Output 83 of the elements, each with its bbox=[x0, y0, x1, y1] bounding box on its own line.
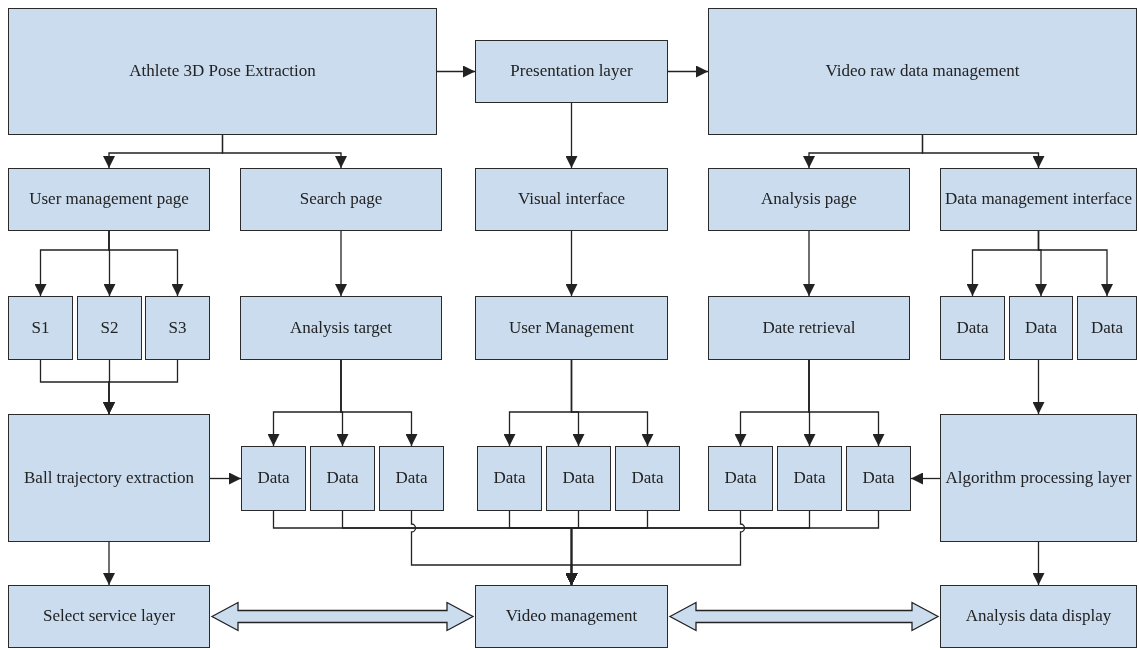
arrow bbox=[667, 65, 709, 78]
box-label: Data bbox=[493, 467, 526, 490]
process-box bbox=[846, 446, 911, 511]
box-label: S2 bbox=[100, 316, 119, 339]
box-label: Analysis target bbox=[289, 316, 393, 339]
box-label: Search page bbox=[299, 188, 383, 211]
process-box bbox=[708, 296, 910, 360]
arrow bbox=[1032, 541, 1045, 586]
process-box bbox=[940, 296, 1005, 360]
box-label: Data bbox=[1090, 316, 1124, 339]
box-label: Presentation layer bbox=[510, 60, 633, 83]
arrow bbox=[803, 230, 815, 297]
box-label: User management page bbox=[29, 188, 189, 211]
process-box bbox=[8, 296, 73, 360]
box-label: Data bbox=[956, 316, 989, 339]
process-box bbox=[546, 446, 611, 511]
process-box bbox=[8, 168, 210, 231]
process-box bbox=[240, 296, 442, 360]
process-box bbox=[940, 414, 1137, 542]
box-label: Athlete 3D Pose Extraction bbox=[129, 60, 316, 83]
box-label: Data bbox=[395, 467, 428, 490]
box-label: Data bbox=[724, 467, 757, 490]
arrow bbox=[436, 65, 476, 78]
arrow bbox=[570, 359, 654, 447]
box-label: Data bbox=[1024, 316, 1058, 339]
box-label: Algorithm processing layer bbox=[945, 466, 1132, 489]
process-box bbox=[475, 585, 668, 648]
arrow bbox=[565, 102, 578, 169]
process-box bbox=[708, 446, 773, 511]
box-label: Data bbox=[562, 467, 595, 490]
process-box bbox=[77, 296, 142, 360]
process-box bbox=[1077, 296, 1137, 360]
process-box bbox=[777, 446, 842, 511]
box-label: S3 bbox=[168, 316, 187, 339]
process-box bbox=[241, 446, 306, 511]
box-label: S1 bbox=[31, 316, 50, 339]
arrow bbox=[108, 230, 184, 297]
process-box bbox=[475, 296, 668, 360]
process-box bbox=[708, 168, 910, 231]
box-label: Visual interface bbox=[517, 188, 626, 211]
process-box bbox=[475, 40, 668, 103]
box-label: Data bbox=[793, 467, 826, 490]
box-label: Data bbox=[631, 467, 664, 490]
box-label: Date retrieval bbox=[762, 316, 856, 339]
process-box bbox=[8, 585, 210, 648]
block-arrow bbox=[668, 601, 940, 632]
process-box bbox=[475, 168, 668, 231]
process-box bbox=[8, 414, 210, 542]
arrow bbox=[1037, 230, 1113, 297]
box-label: Select service layer bbox=[42, 605, 176, 628]
box-label: Data bbox=[862, 467, 895, 490]
process-box bbox=[379, 446, 444, 511]
arrow bbox=[335, 230, 347, 297]
arrow bbox=[209, 472, 242, 485]
arrow bbox=[340, 359, 418, 447]
box-label: Ball trajectory extraction bbox=[24, 466, 194, 489]
arrow bbox=[921, 134, 1045, 169]
arrow bbox=[565, 230, 578, 297]
process-box bbox=[1009, 296, 1073, 360]
process-box bbox=[310, 446, 375, 511]
process-box bbox=[240, 168, 442, 231]
box-label: Video raw data management bbox=[825, 60, 1020, 83]
process-box bbox=[615, 446, 680, 511]
block-arrow bbox=[210, 601, 475, 632]
box-label: Analysis data display bbox=[965, 605, 1112, 628]
arrow bbox=[103, 541, 115, 586]
box-label: Data management interface bbox=[945, 188, 1132, 211]
process-box bbox=[145, 296, 210, 360]
box-label: Video management bbox=[505, 605, 638, 628]
process-box bbox=[477, 446, 542, 511]
process-box bbox=[940, 168, 1137, 231]
box-label: Analysis page bbox=[761, 188, 857, 211]
box-label: Data bbox=[326, 467, 359, 490]
process-box bbox=[708, 8, 1137, 135]
arrow bbox=[1032, 359, 1045, 415]
box-label: User Management bbox=[508, 316, 635, 339]
arrow bbox=[221, 134, 347, 169]
process-box bbox=[940, 585, 1137, 648]
box-label: Data bbox=[257, 467, 290, 490]
arrow bbox=[808, 359, 885, 447]
arrow bbox=[103, 359, 179, 415]
process-box bbox=[8, 8, 437, 135]
arrow bbox=[910, 472, 941, 485]
